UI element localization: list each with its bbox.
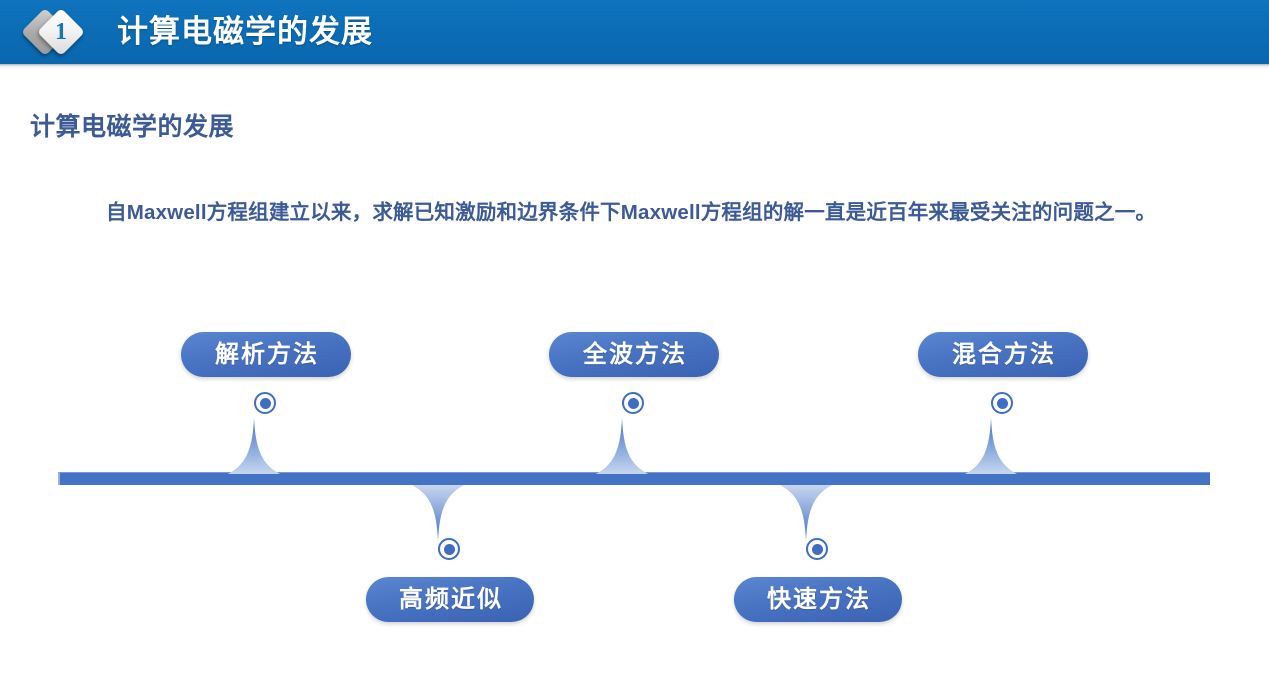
node-label-highfreq: 高频近似 bbox=[399, 585, 503, 613]
node-marker-fast bbox=[806, 538, 828, 560]
node-marker-analytic bbox=[254, 392, 276, 414]
node-label-fast: 快速方法 bbox=[767, 585, 871, 613]
timeline-diagram: 解析方法 全波方法 bbox=[0, 300, 1269, 660]
node-marker-fullwave bbox=[622, 392, 644, 414]
node-connector-fullwave-icon bbox=[596, 418, 648, 474]
node-pill-fullwave[interactable]: 全波方法 bbox=[549, 332, 719, 377]
badge-number-label: 1 bbox=[55, 19, 67, 45]
slide-title-bar: 1 计算电磁学的发展 bbox=[0, 0, 1269, 64]
node-pill-hybrid[interactable]: 混合方法 bbox=[918, 332, 1088, 377]
node-connector-hybrid-icon bbox=[965, 418, 1017, 474]
slide-number-badge: 1 bbox=[20, 7, 118, 57]
title-bar-shadow bbox=[0, 64, 1269, 69]
section-heading: 计算电磁学的发展 bbox=[30, 113, 235, 141]
node-label-analytic: 解析方法 bbox=[215, 340, 319, 368]
node-connector-fast-icon bbox=[780, 485, 832, 541]
slide-title: 计算电磁学的发展 bbox=[117, 14, 373, 49]
node-label-hybrid: 混合方法 bbox=[952, 340, 1056, 368]
node-pill-highfreq[interactable]: 高频近似 bbox=[366, 577, 534, 622]
node-connector-highfreq-icon bbox=[412, 485, 464, 541]
node-pill-analytic[interactable]: 解析方法 bbox=[181, 332, 351, 377]
node-marker-hybrid bbox=[991, 392, 1013, 414]
node-marker-highfreq bbox=[438, 538, 460, 560]
node-label-fullwave: 全波方法 bbox=[583, 340, 687, 368]
node-connector-analytic-icon bbox=[228, 418, 280, 474]
body-paragraph: 自Maxwell方程组建立以来，求解已知激励和边界条件下Maxwell方程组的解… bbox=[106, 201, 1157, 224]
node-pill-fast[interactable]: 快速方法 bbox=[734, 577, 902, 622]
